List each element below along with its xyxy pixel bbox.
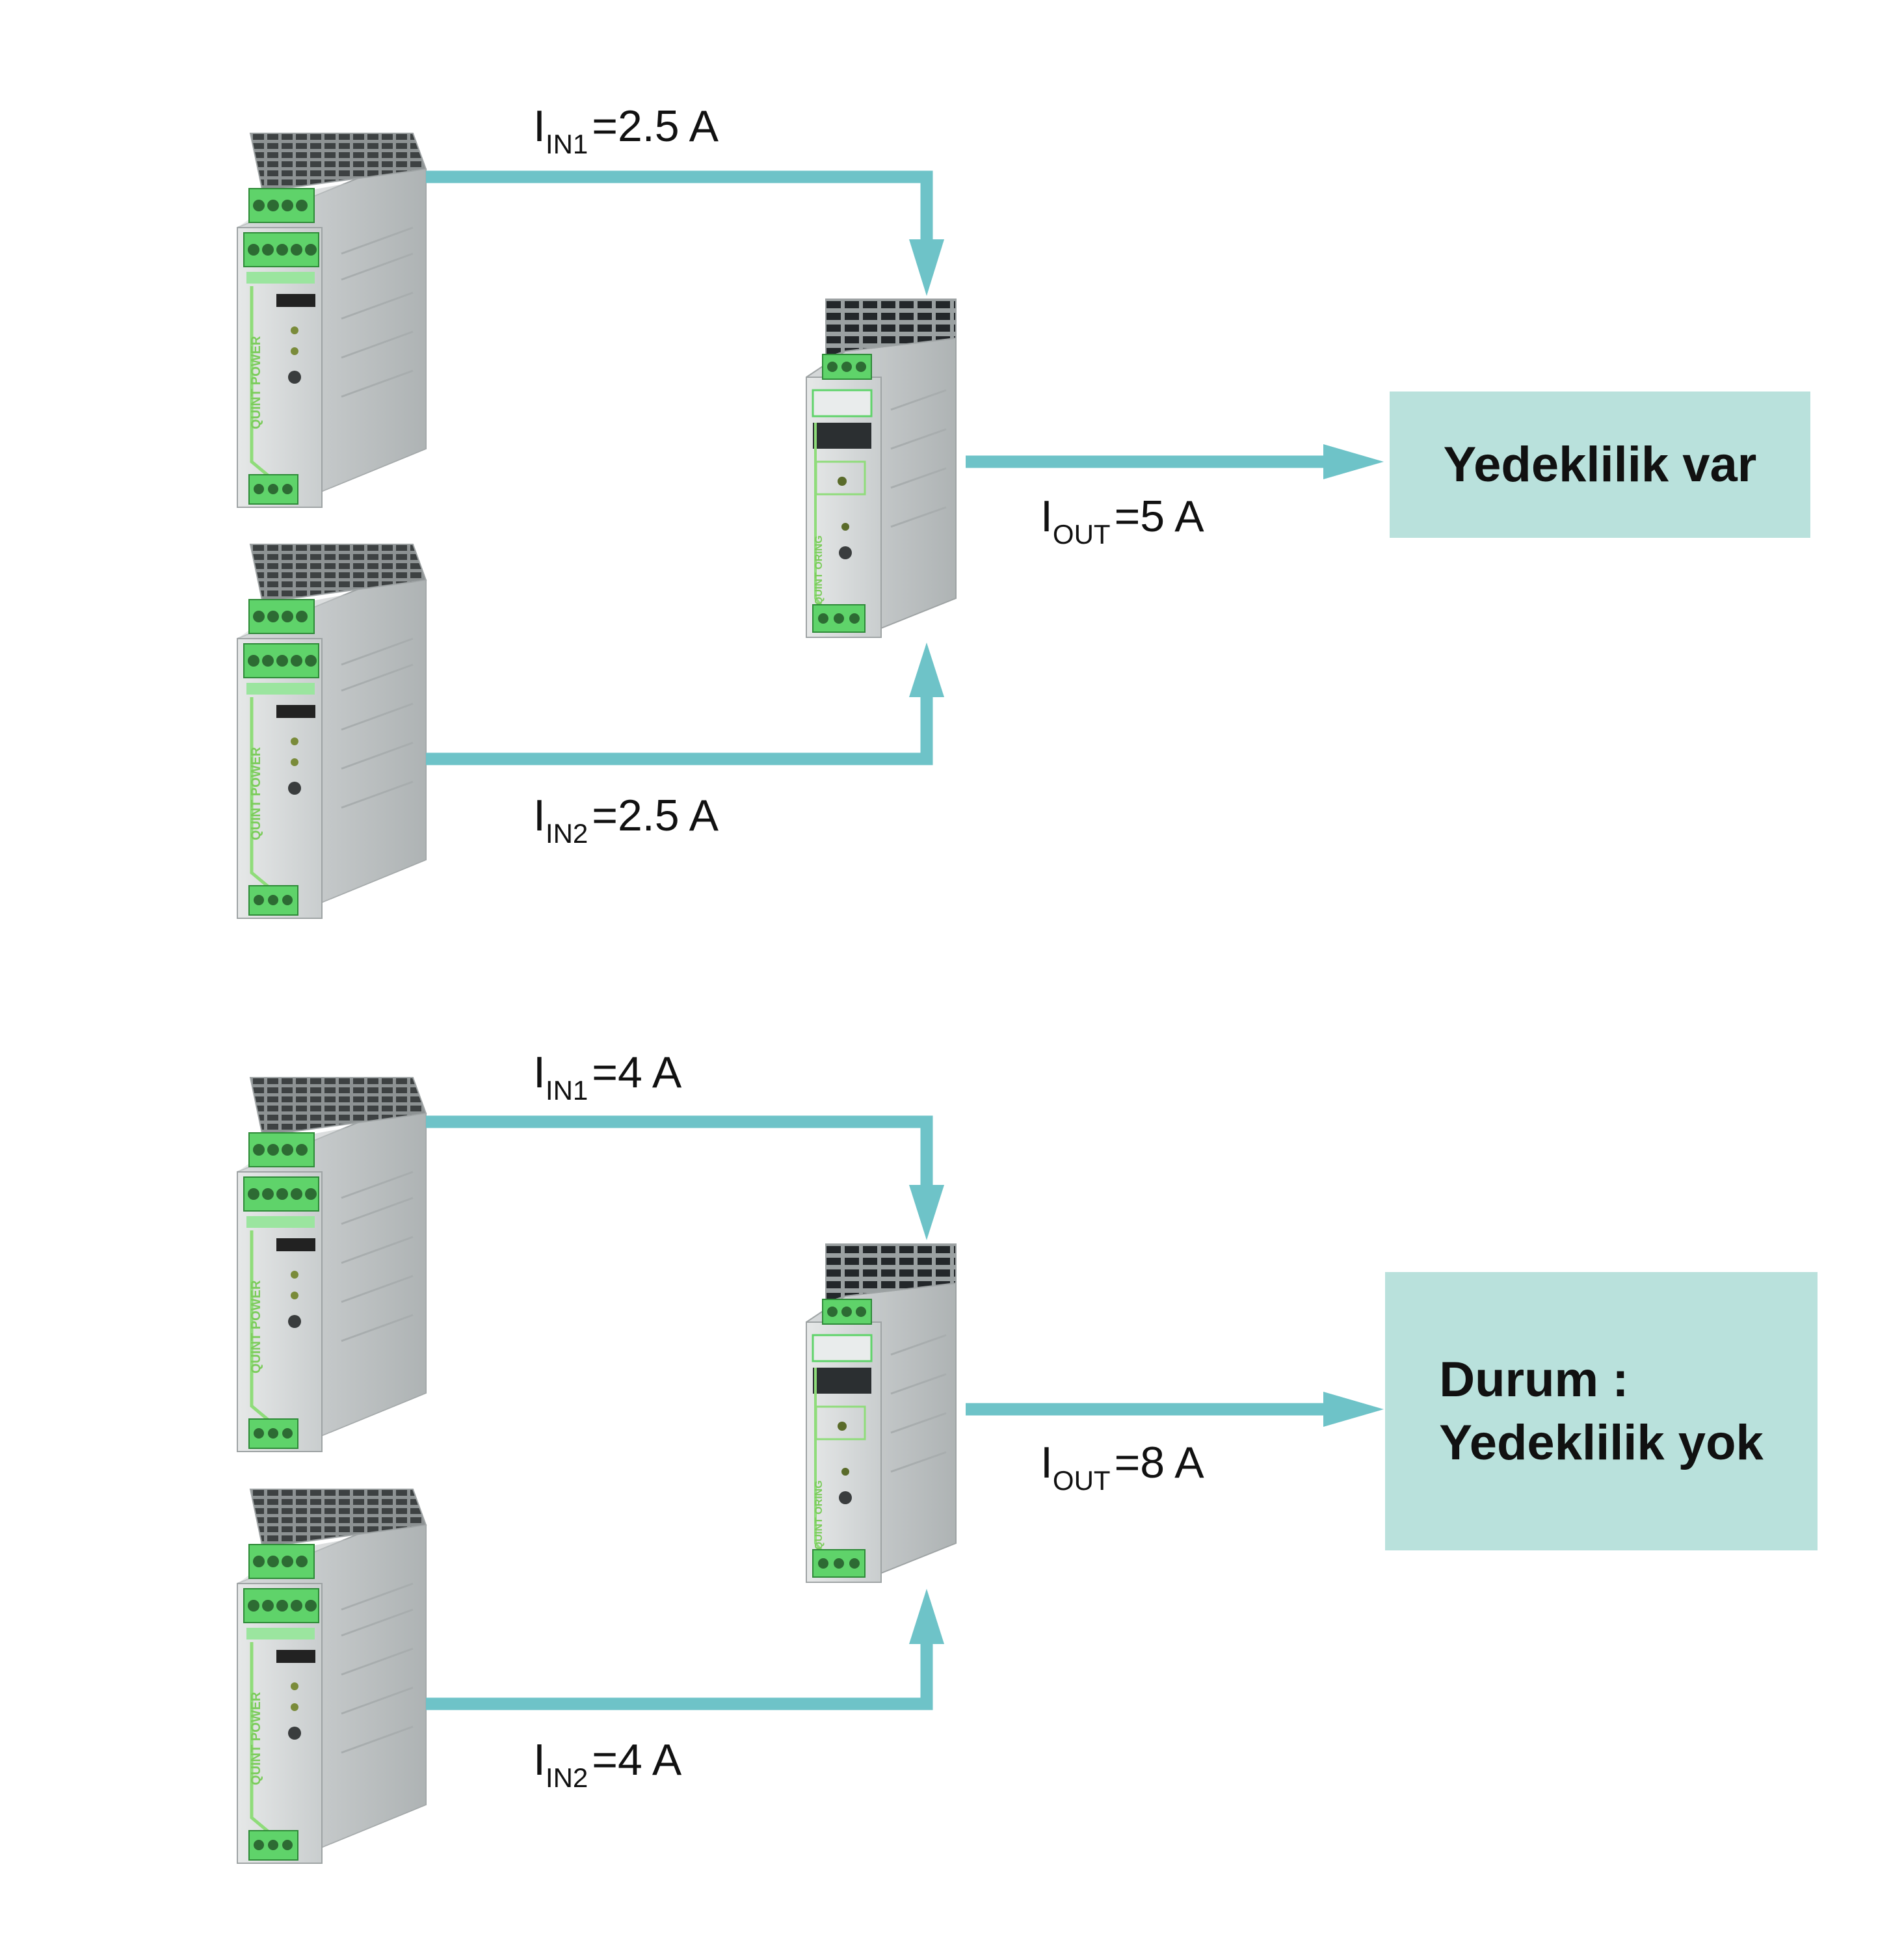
current-label-out-s2: IOUT=8 A [1040, 1440, 1204, 1494]
scenario-2 [237, 1078, 1384, 1863]
value: =5 A [1114, 492, 1204, 541]
status-box-s1: Yedeklilik var [1390, 392, 1810, 538]
subscript: IN1 [545, 1074, 588, 1106]
symbol: I [1040, 1438, 1053, 1487]
status-text-s2: Durum : Yedeklilik yok [1439, 1351, 1764, 1470]
symbol: I [533, 1048, 546, 1097]
value: =4 A [592, 1048, 682, 1097]
subscript: IN1 [545, 128, 588, 159]
value: =4 A [592, 1735, 682, 1785]
symbol: I [1040, 492, 1053, 541]
arrow-in2-s2 [909, 1589, 944, 1644]
current-label-in1-s2: IIN1=4 A [533, 1050, 681, 1104]
value: =2.5 A [592, 101, 719, 151]
value: =8 A [1114, 1438, 1204, 1487]
value: =2.5 A [592, 791, 719, 840]
current-label-in1-s1: IIN1=2.5 A [533, 104, 719, 158]
wire-in1-s1 [426, 170, 933, 244]
arrow-in1-s2 [909, 1185, 944, 1240]
symbol: I [533, 101, 546, 151]
oring-module-2 [805, 1243, 957, 1584]
arrow-out-s1 [1323, 444, 1384, 479]
status-text-s1: Yedeklilik var [1443, 436, 1757, 492]
current-label-in2-s2: IIN2=4 A [533, 1738, 681, 1792]
wire-in2-s1 [426, 693, 933, 765]
subscript: OUT [1052, 1465, 1111, 1496]
power-supply-1a [237, 133, 426, 507]
subscript: IN2 [545, 1762, 588, 1793]
arrow-in1-s1 [909, 239, 944, 296]
wire-in2-s2 [426, 1639, 933, 1710]
subscript: OUT [1052, 518, 1111, 550]
power-supply-2a [237, 1078, 426, 1452]
arrow-in2-s1 [909, 643, 944, 697]
status-box-s2: Durum : Yedeklilik yok [1385, 1272, 1818, 1550]
current-label-out-s1: IOUT=5 A [1040, 494, 1204, 548]
symbol: I [533, 1735, 546, 1785]
subscript: IN2 [545, 817, 588, 849]
wire-in1-s2 [426, 1115, 933, 1190]
symbol: I [533, 791, 546, 840]
current-label-in2-s1: IIN2=2.5 A [533, 793, 719, 847]
scenario-1 [237, 133, 1384, 918]
arrow-out-s2 [1323, 1392, 1384, 1427]
power-supply-2b [237, 1489, 426, 1863]
power-supply-1b [237, 544, 426, 918]
oring-module-1 [805, 298, 957, 639]
